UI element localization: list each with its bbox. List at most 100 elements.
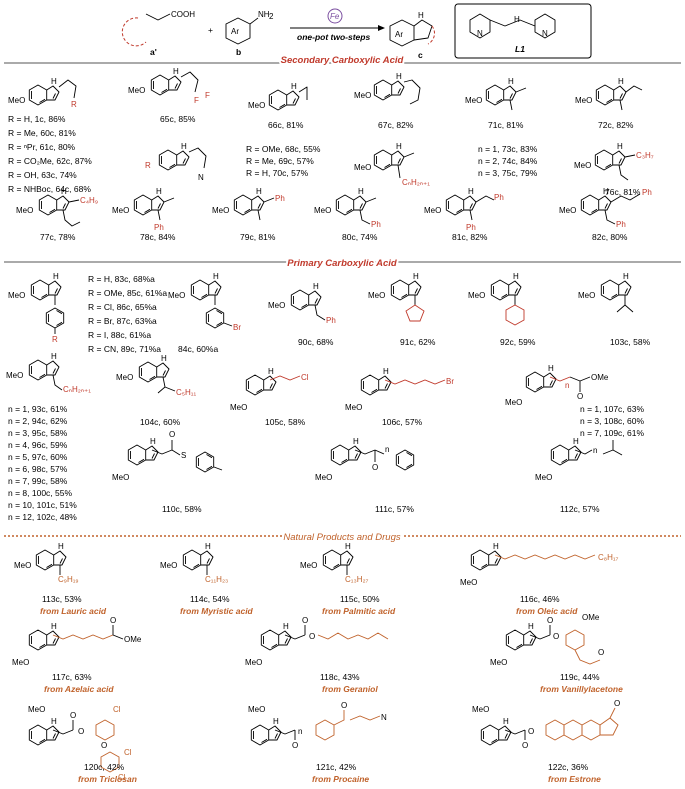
- svg-text:Cl: Cl: [301, 373, 309, 382]
- svg-text:121c, 42%: 121c, 42%: [316, 762, 357, 772]
- svg-text:MeO: MeO: [354, 91, 371, 100]
- svg-text:n: n: [385, 445, 389, 454]
- svg-text:+: +: [208, 25, 213, 35]
- svg-text:Ph: Ph: [154, 223, 164, 232]
- svg-text:MeO: MeO: [116, 373, 133, 382]
- svg-text:O: O: [614, 699, 620, 708]
- compound-71c: MeO 71c, 81%: [465, 84, 527, 130]
- indole-nh-label: H: [51, 717, 57, 726]
- svg-text:120c, 42%: 120c, 42%: [84, 762, 125, 772]
- svg-text:112c, 57%: 112c, 57%: [560, 504, 600, 514]
- svg-text:C₃H₇: C₃H₇: [636, 151, 654, 160]
- indole-nh-label: H: [493, 542, 499, 551]
- svg-text:O: O: [302, 616, 308, 625]
- compound-65c: F F MeO 65c, 85%: [128, 71, 210, 124]
- svg-text:122c, 36%: 122c, 36%: [548, 762, 589, 772]
- svg-text:MeO: MeO: [230, 403, 247, 412]
- svg-text:MeO: MeO: [28, 705, 45, 714]
- svg-text:from Vanillylacetone: from Vanillylacetone: [540, 684, 623, 694]
- compound-114c: C₁₁H₂₃ MeO 114c, 54% from Myristic acid: [160, 549, 254, 616]
- svg-text:71c, 81%: 71c, 81%: [488, 120, 524, 130]
- svg-text:n: n: [298, 727, 302, 736]
- svg-text:MeO: MeO: [460, 578, 477, 587]
- indole-nh-label: H: [268, 367, 274, 376]
- svg-text:R: R: [52, 335, 58, 344]
- svg-text:n = 6, 98c, 57%: n = 6, 98c, 57%: [8, 464, 68, 474]
- svg-text:MeO: MeO: [6, 371, 23, 380]
- indole-nh-label: H: [353, 437, 359, 446]
- svg-text:n: n: [593, 446, 597, 455]
- compound-117c: O OMe MeO 117c, 63% from Azelaic acid: [12, 616, 142, 694]
- compound-76c: C₃H₇ MeO 76c, 81%: [574, 149, 654, 197]
- ligand-label: L1: [515, 44, 525, 54]
- svg-text:MeO: MeO: [574, 161, 591, 170]
- svg-text:from Palmitic acid: from Palmitic acid: [322, 606, 396, 616]
- svg-text:R: R: [145, 161, 151, 170]
- svg-text:F: F: [194, 96, 199, 105]
- svg-text:n = 1, 73c, 83%: n = 1, 73c, 83%: [478, 144, 538, 154]
- svg-text:C₁₃H₂₇: C₁₃H₂₇: [345, 575, 369, 584]
- svg-text:76c, 81%: 76c, 81%: [605, 187, 641, 197]
- svg-text:MeO: MeO: [505, 398, 522, 407]
- svg-text:81c, 82%: 81c, 82%: [452, 232, 488, 242]
- svg-text:82c, 80%: 82c, 80%: [592, 232, 628, 242]
- svg-text:Ar: Ar: [395, 30, 403, 39]
- indole-nh-label: H: [503, 717, 509, 726]
- svg-text:n = 12, 102c, 48%: n = 12, 102c, 48%: [8, 512, 77, 522]
- svg-text:MeO: MeO: [578, 291, 595, 300]
- compound-67c: MeO 67c, 82%: [354, 79, 421, 130]
- svg-text:O: O: [292, 741, 298, 750]
- svg-text:115c, 50%: 115c, 50%: [340, 594, 380, 604]
- indole-nh-label: H: [256, 187, 262, 196]
- compound-120c: O O Cl O Cl Cl MeO 120c, 42% from Triclo…: [28, 705, 137, 784]
- svg-text:R = NHBoc, 64c, 68%: R = NHBoc, 64c, 68%: [8, 184, 91, 194]
- svg-text:MeO: MeO: [248, 101, 265, 110]
- svg-text:MeO: MeO: [8, 96, 25, 105]
- catalyst-label: Fe: [330, 12, 340, 21]
- compound-66c: MeO 66c, 81%: [248, 86, 308, 130]
- compound-77c: C₄H₉ MeO 77c, 78%: [16, 194, 98, 242]
- indole-nh-label: H: [161, 354, 167, 363]
- svg-text:114c, 54%: 114c, 54%: [190, 594, 230, 604]
- indole-nh-label: H: [150, 437, 156, 446]
- svg-text:MeO: MeO: [112, 473, 129, 482]
- compound-112c: n MeO 112c, 57%: [535, 440, 623, 514]
- svg-text:117c, 63%: 117c, 63%: [52, 672, 92, 682]
- indole-nh-label: H: [313, 282, 319, 291]
- svg-text:O: O: [522, 741, 528, 750]
- svg-text:MeO: MeO: [472, 705, 489, 714]
- svg-text:n = 5, 97c, 60%: n = 5, 97c, 60%: [8, 452, 68, 462]
- svg-text:OMe: OMe: [124, 635, 142, 644]
- svg-text:n = 3, 75c, 79%: n = 3, 75c, 79%: [478, 168, 538, 178]
- compound-80c: Ph MeO 80c, 74%: [314, 194, 381, 242]
- svg-text:from Azelaic acid: from Azelaic acid: [44, 684, 114, 694]
- indole-nh-label: H: [573, 437, 579, 446]
- compound-104c: C₅H₁₁ MeO 104c, 60%: [116, 361, 196, 427]
- svg-text:Br: Br: [233, 323, 241, 332]
- svg-text:OMe: OMe: [591, 373, 609, 382]
- compound-81c: Ph Ph MeO 81c, 82%: [424, 193, 504, 242]
- svg-text:R = Me, 60c, 81%: R = Me, 60c, 81%: [8, 128, 76, 138]
- svg-text:from Geraniol: from Geraniol: [322, 684, 378, 694]
- svg-text:OMe: OMe: [582, 613, 600, 622]
- svg-text:103c, 58%: 103c, 58%: [610, 337, 651, 347]
- svg-text:n = 1, 107c, 63%: n = 1, 107c, 63%: [580, 404, 644, 414]
- section-secondary: Secondary Carboxylic Acid: [281, 55, 404, 66]
- indole-nh-label: H: [396, 142, 402, 151]
- svg-text:113c, 53%: 113c, 53%: [42, 594, 82, 604]
- svg-text:MeO: MeO: [112, 206, 129, 215]
- svg-text:F: F: [205, 91, 210, 100]
- svg-text:MeO: MeO: [535, 473, 552, 482]
- compound-111c: O n MeO 111c, 57%: [315, 444, 414, 514]
- svg-text:MeO: MeO: [212, 206, 229, 215]
- svg-text:R = ⁿPr, 61c, 80%: R = ⁿPr, 61c, 80%: [8, 142, 76, 152]
- compound-93c-series: CₙH₂ₙ₊₁ MeO n = 1, 93c, 61% n = 2, 94c, …: [6, 359, 91, 522]
- svg-text:n = 2, 74c, 84%: n = 2, 74c, 84%: [478, 156, 538, 166]
- svg-text:79c, 81%: 79c, 81%: [240, 232, 276, 242]
- svg-text:from Procaine: from Procaine: [312, 774, 369, 784]
- compound-118c: O O MeO 118c, 43% from Geraniol: [245, 616, 389, 694]
- indole-nh-label: H: [173, 67, 179, 76]
- svg-text:R = H, 70c, 57%: R = H, 70c, 57%: [246, 168, 309, 178]
